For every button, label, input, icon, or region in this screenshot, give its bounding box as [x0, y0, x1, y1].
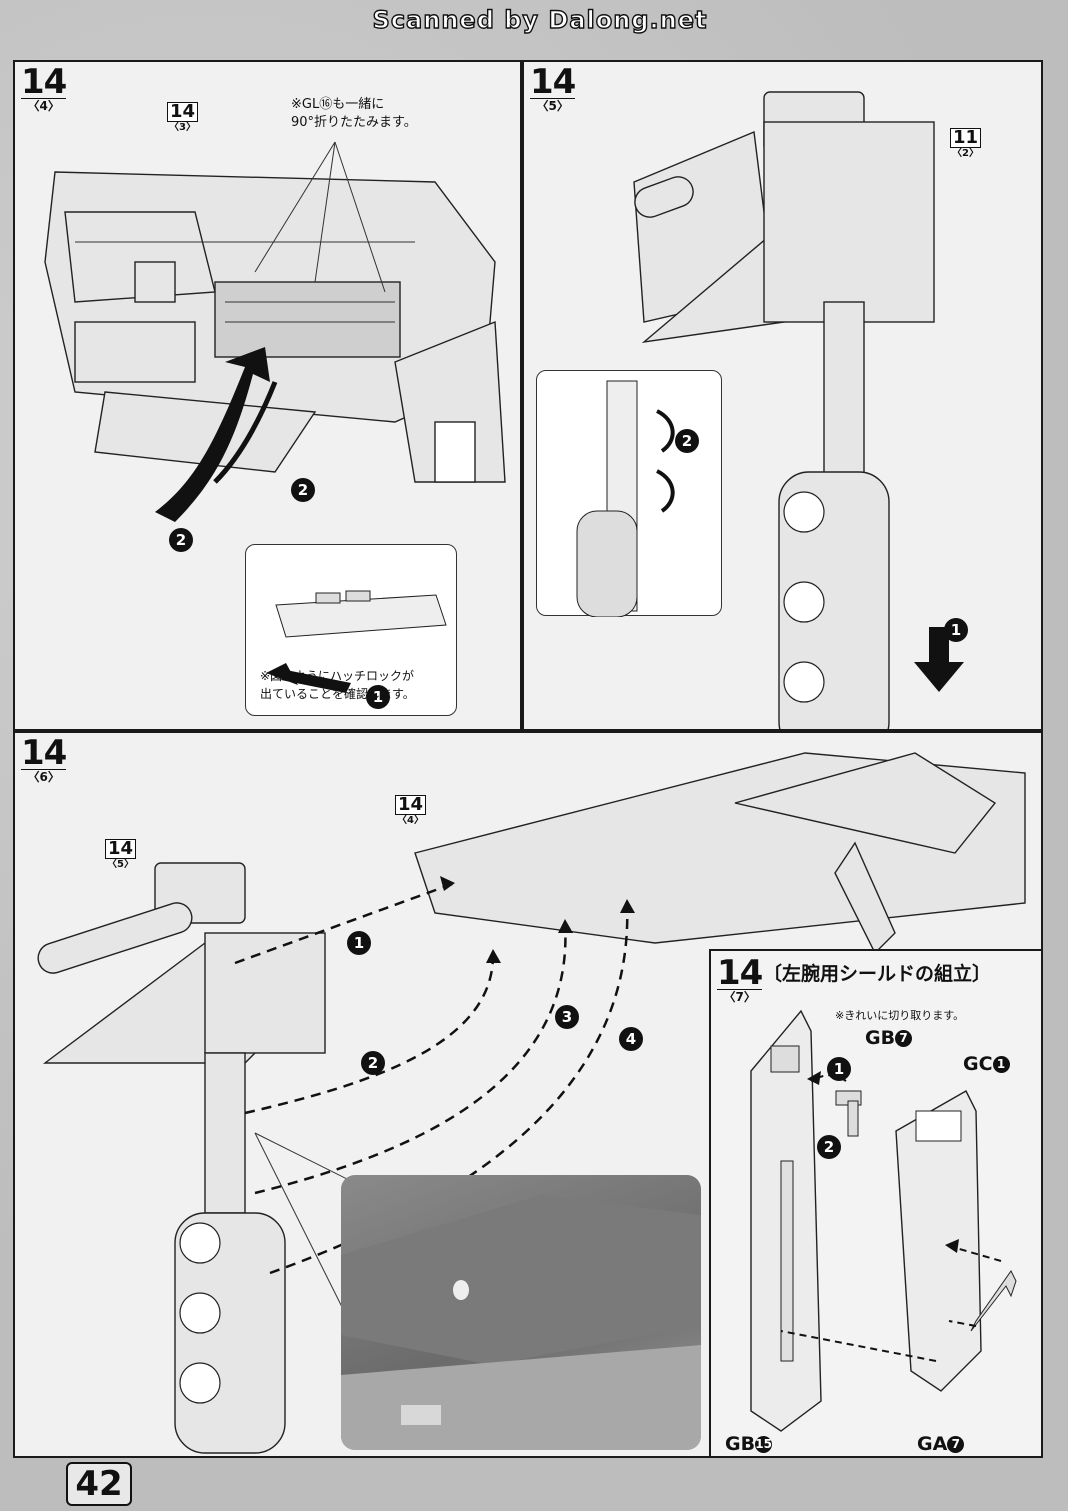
- panel-step-14-6: 14 〈6〉 14 〈4〉 14 〈5〉 1 2 3 4: [13, 731, 1043, 1458]
- step-number: 14 〈7〉: [717, 953, 763, 1004]
- hatch-lock-illustration: [266, 590, 447, 693]
- reference-step-5: 14 〈5〉: [105, 839, 137, 871]
- step-marker-1: 1: [827, 1057, 851, 1081]
- panel-step-14-7: 14 〈7〉 〔左腕用シールドの組立〕 ※きれいに切り取ります。 1 2: [709, 949, 1043, 1458]
- panel-step-14-4: 14 〈4〉 14 〈3〉 ※GL⑯も一緒に 90°折りたたみます。 2 2 1…: [13, 60, 522, 731]
- step-number: 14 〈4〉: [21, 62, 67, 113]
- detail-illustration: [576, 380, 675, 617]
- hatch-lock-callout: 1 ※図のようにハッチロックが 出ていることを確認します。: [245, 544, 457, 716]
- step-number: 14 〈6〉: [21, 733, 67, 784]
- panel-step-14-5: 14 〈5〉 11 〈2〉 2 1: [522, 60, 1043, 731]
- step-marker-4: 4: [619, 1027, 643, 1051]
- assembly-illustration-b: [633, 91, 964, 729]
- step-marker-2: 2: [817, 1135, 841, 1159]
- reference-photo: [341, 1175, 701, 1450]
- reference-step: 14 〈3〉: [167, 102, 199, 134]
- reference-step: 11 〈2〉: [950, 128, 982, 160]
- scan-credit: Scanned by Dalong.net: [372, 5, 708, 34]
- step-marker-1: 1: [944, 618, 968, 642]
- step-marker-1: 1: [366, 685, 390, 709]
- step-marker-2: 2: [675, 429, 699, 453]
- detail-callout: 2: [536, 370, 722, 617]
- part-label-gb15: GB15: [725, 1433, 773, 1455]
- assembly-illustration-a: [44, 141, 506, 522]
- step-marker-2: 2: [291, 478, 315, 502]
- page-number: 42: [66, 1462, 132, 1506]
- step-number: 14 〈5〉: [530, 62, 576, 113]
- reference-step-4: 14 〈4〉: [395, 795, 427, 827]
- shield-illustration: [750, 1009, 1017, 1432]
- part-number-badge: ⑯: [319, 97, 333, 112]
- note-hatch-lock: ※図のようにハッチロックが 出ていることを確認します。: [260, 669, 415, 701]
- step-marker-1: 1: [347, 931, 371, 955]
- note-fold: ※GL⑯も一緒に 90°折りたたみます。: [291, 97, 417, 130]
- step-marker-3: 3: [555, 1005, 579, 1029]
- assembly-illustration-c: [37, 752, 1026, 1454]
- note-cut-cleanly: ※きれいに切り取ります。: [835, 1009, 965, 1022]
- section-title: 〔左腕用シールドの組立〕: [763, 963, 992, 985]
- step-marker-2: 2: [361, 1051, 385, 1075]
- step-marker-2: 2: [169, 528, 193, 552]
- photo-content: [341, 1195, 701, 1450]
